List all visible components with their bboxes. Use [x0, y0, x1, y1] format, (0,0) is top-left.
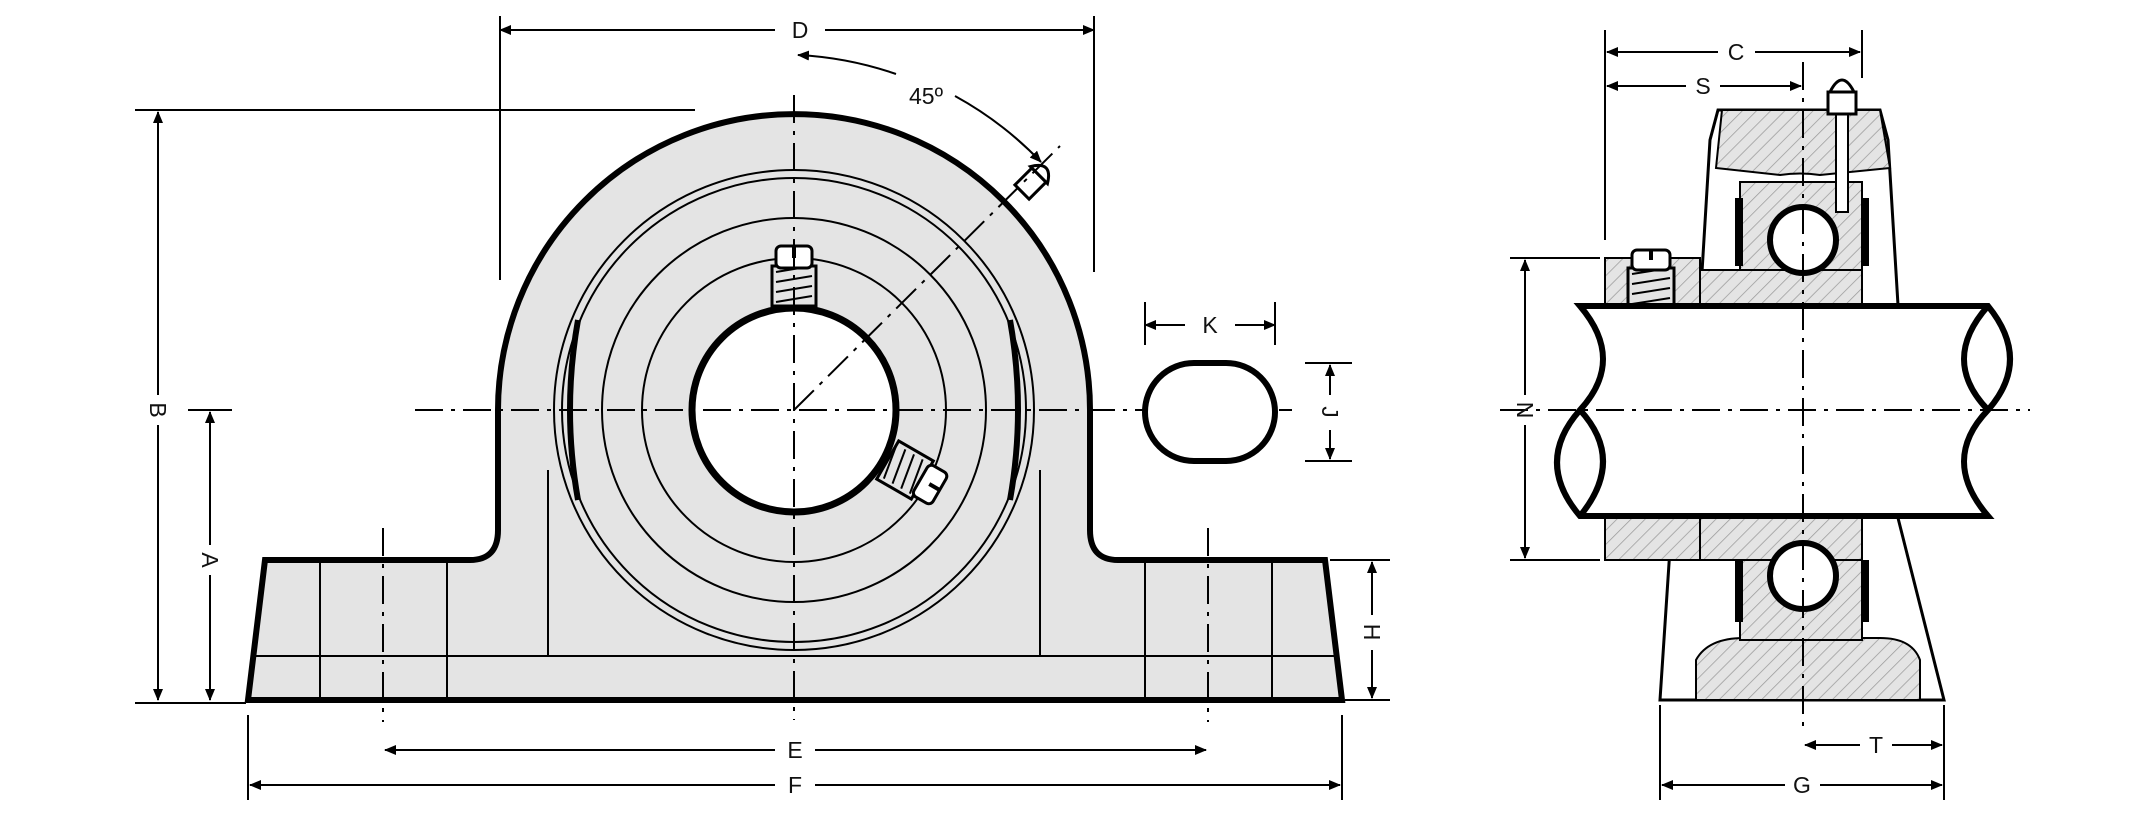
label-T: T [1869, 732, 1883, 758]
locking-collar-bottom [1604, 515, 1701, 561]
label-C: C [1728, 39, 1745, 65]
label-G: G [1793, 772, 1811, 798]
mounting-slot [1142, 360, 1278, 464]
label-B: B [145, 402, 171, 417]
set-screw-side [1626, 248, 1676, 310]
set-screw-lower [874, 438, 949, 506]
label-A: A [197, 552, 223, 568]
shaft-break-line [1961, 304, 1991, 413]
grease-passage [1835, 111, 1849, 213]
seal [1861, 198, 1869, 266]
front-view: D 45º B A K J H [135, 16, 1390, 800]
side-view: C S N T G [1500, 30, 2030, 800]
grease-fitting-side [1826, 78, 1858, 116]
label-S: S [1695, 73, 1710, 99]
label-K: K [1202, 312, 1218, 338]
label-H: H [1359, 624, 1385, 641]
grease-fitting [1012, 163, 1051, 202]
housing-bottom-section [1695, 637, 1921, 701]
label-N: N [1512, 402, 1538, 419]
label-F: F [788, 772, 802, 798]
inner-ring-top [1699, 269, 1863, 307]
label-E: E [787, 737, 802, 763]
label-J: J [1317, 406, 1343, 418]
angle-arc [797, 50, 897, 75]
seal [1861, 560, 1869, 622]
angle-arc [954, 95, 1042, 163]
label-angle: 45º [909, 83, 944, 109]
angle-centerline [793, 145, 1061, 411]
shaft-break-line [1577, 407, 1606, 518]
seal [1735, 560, 1743, 622]
seal [1735, 198, 1743, 266]
shaft [1554, 303, 2013, 519]
label-D: D [792, 17, 809, 43]
